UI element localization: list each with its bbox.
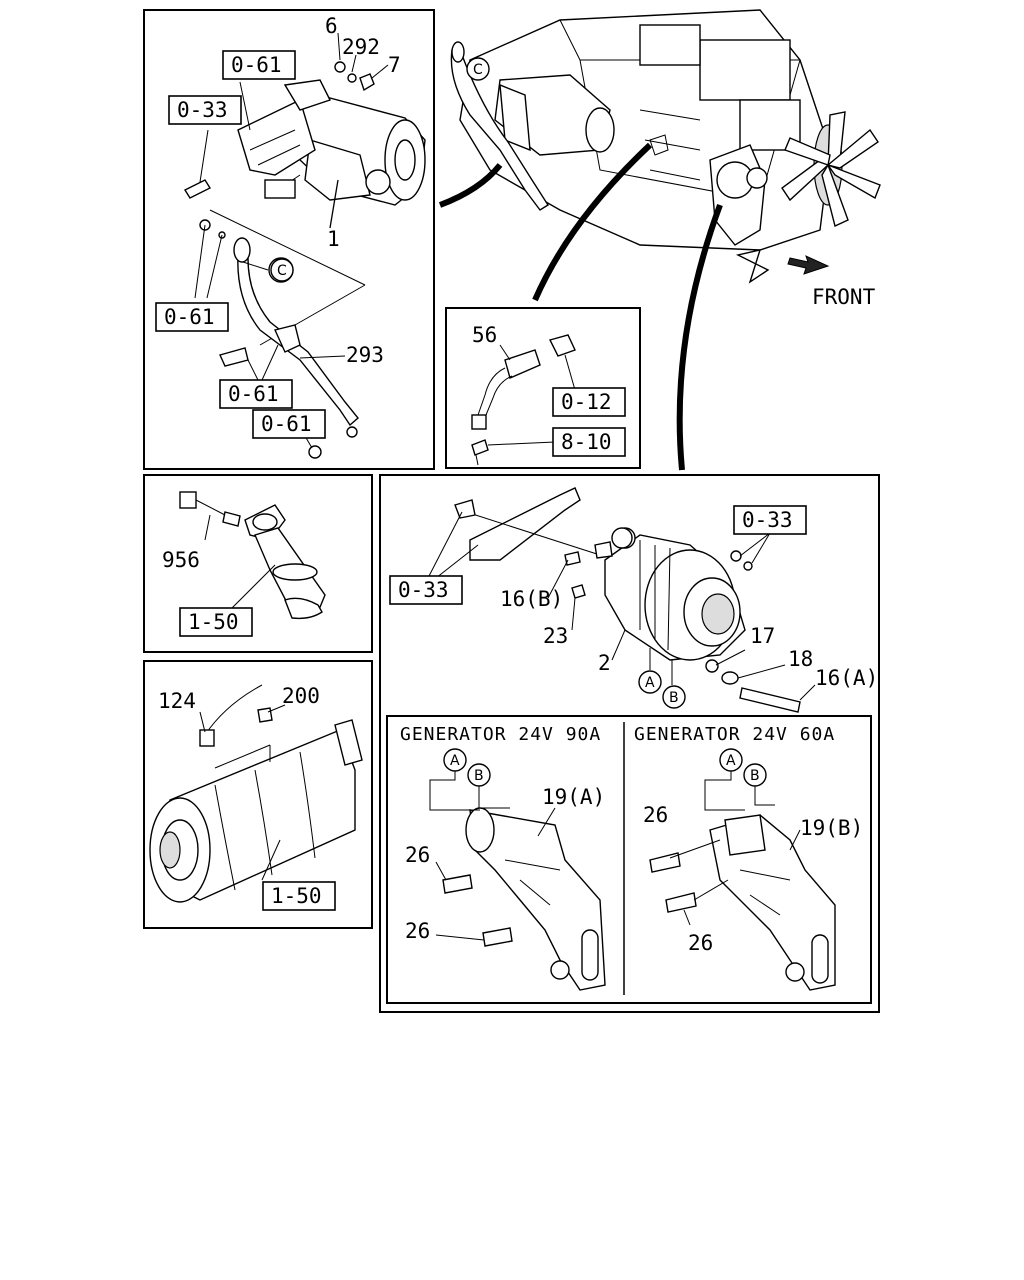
marker-a-90a-label: A	[450, 753, 460, 769]
ref-0-61-top[interactable]: 0-61	[231, 53, 282, 77]
ref-0-33-gen-right[interactable]: 0-33	[742, 508, 793, 532]
header-generator-60a: GENERATOR 24V 60A	[634, 724, 835, 745]
leader-sensor	[532, 142, 653, 302]
front-arrow-icon	[787, 255, 830, 275]
marker-b-90a-label: B	[474, 768, 484, 784]
marker-a-60a	[719, 748, 743, 772]
marker-b-90a	[467, 763, 491, 787]
callout-17: 17	[750, 624, 775, 648]
callout-6: 6	[325, 14, 338, 38]
ref-1-50-intake[interactable]: 1-50	[188, 610, 239, 634]
marker-c-engine	[466, 57, 490, 81]
callout-16a: 16(A)	[815, 666, 878, 690]
sensor-panel	[445, 307, 641, 469]
callout-292: 292	[342, 35, 380, 59]
marker-c-starter	[270, 258, 294, 282]
ref-0-61-low[interactable]: 0-61	[228, 382, 279, 406]
callout-200: 200	[282, 684, 320, 708]
washer-6	[334, 61, 346, 73]
callout-26-60a-bot: 26	[688, 931, 713, 955]
washer-17	[705, 659, 719, 673]
ref-0-61-mid[interactable]: 0-61	[164, 305, 215, 329]
engine-overview-drawing	[450, 9, 881, 284]
generator-panel	[379, 474, 880, 1013]
intake-panel	[143, 474, 373, 653]
callout-19a: 19(A)	[542, 785, 605, 809]
nut-23	[571, 584, 586, 599]
ref-0-33-gen-left[interactable]: 0-33	[398, 578, 449, 602]
marker-b-gen-label: B	[669, 690, 679, 706]
generator-variants-panel	[386, 715, 872, 1004]
front-label: FRONT	[812, 285, 876, 309]
leader-generator	[676, 203, 723, 471]
leader-starter	[438, 163, 503, 208]
ref-0-61-bot[interactable]: 0-61	[261, 412, 312, 436]
sensor-56-drawing	[471, 334, 576, 466]
marker-a-gen	[638, 670, 662, 694]
generator-drawing	[454, 487, 746, 661]
marker-a-90a	[443, 748, 467, 772]
marker-b-60a	[743, 763, 767, 787]
cable-293	[237, 254, 359, 427]
callout-7: 7	[388, 53, 401, 77]
bracket-19a-drawing	[465, 807, 606, 991]
oring-18	[721, 671, 739, 685]
callout-26-60a-top: 26	[643, 803, 668, 827]
washer-0-33	[730, 550, 742, 562]
bolt-16a	[739, 687, 801, 713]
marker-b-60a-label: B	[750, 768, 760, 784]
callout-293: 293	[346, 343, 384, 367]
starter-motor-drawing	[237, 79, 426, 229]
callout-16b: 16(B)	[500, 587, 563, 611]
washer-292	[347, 73, 357, 83]
filter-panel	[143, 660, 373, 929]
marker-a-gen-label: A	[645, 675, 655, 691]
marker-b-gen	[662, 685, 686, 709]
callout-18: 18	[788, 647, 813, 671]
air-filter-drawing	[149, 684, 363, 903]
marker-c-engine-label: C	[473, 62, 483, 78]
marker-b-gen-top	[611, 527, 633, 549]
intake-tube-drawing	[179, 491, 326, 620]
bracket-19b-drawing	[709, 814, 836, 991]
ref-8-10[interactable]: 8-10	[561, 430, 612, 454]
starter-panel	[143, 9, 435, 470]
ref-0-33-starter[interactable]: 0-33	[177, 98, 228, 122]
starter-bolt	[183, 179, 212, 199]
marker-a-60a-label: A	[726, 753, 736, 769]
callout-956: 956	[162, 548, 200, 572]
ref-0-12[interactable]: 0-12	[561, 390, 612, 414]
callout-26-90a-top: 26	[405, 843, 430, 867]
marker-c-starter-label: C	[277, 263, 287, 279]
nut-7	[359, 73, 375, 92]
callout-1: 1	[327, 227, 340, 251]
callout-56: 56	[472, 323, 497, 347]
callout-2: 2	[598, 651, 611, 675]
callout-23: 23	[543, 624, 568, 648]
callout-124: 124	[158, 689, 196, 713]
callout-19b: 19(B)	[800, 816, 863, 840]
ref-1-50-filter[interactable]: 1-50	[271, 884, 322, 908]
header-generator-90a: GENERATOR 24V 90A	[400, 724, 601, 745]
callout-26-90a-bot: 26	[405, 919, 430, 943]
